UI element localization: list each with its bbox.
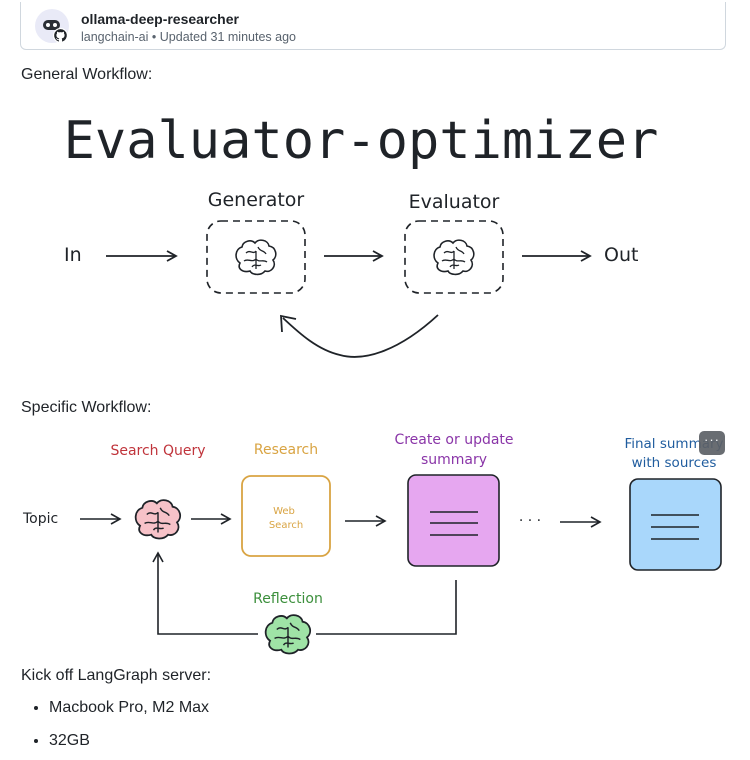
specific-workflow-diagram: Search Query Research Create or update s… — [22, 432, 724, 655]
search-query-brain-icon — [134, 499, 182, 540]
final-summary-label-line1: Final summary — [624, 436, 723, 452]
feedback-arrow — [282, 314, 439, 358]
create-summary-label-line1: Create or update — [394, 432, 513, 448]
evaluator-label: Evaluator — [409, 191, 500, 213]
input-label: In — [64, 244, 82, 266]
web-search-box — [241, 475, 331, 557]
web-search-label-line1: Web — [273, 506, 295, 517]
topic-label: Topic — [22, 511, 58, 527]
brain-icon — [235, 239, 277, 276]
specific-workflow-heading: Specific Workflow: — [21, 399, 152, 416]
summary-doc-icon — [407, 474, 500, 567]
diagram-title: Evaluator-optimizer — [64, 111, 659, 171]
research-label: Research — [254, 442, 318, 458]
kickoff-heading: Kick off LangGraph server: — [21, 667, 212, 684]
list-item: 32GB — [49, 727, 209, 760]
repo-card[interactable]: ollama-deep-researcher langchain-ai • Up… — [20, 2, 726, 50]
loop-line-summary-reflection — [316, 580, 457, 635]
ellipsis: · · · — [519, 513, 541, 529]
generator-label: Generator — [208, 189, 305, 211]
output-label: Out — [604, 244, 638, 266]
repo-updated: Updated 31 minutes ago — [159, 30, 296, 44]
brain-icon — [433, 239, 475, 276]
final-summary-doc-icon — [629, 478, 722, 571]
reflection-label: Reflection — [253, 591, 323, 607]
general-workflow-heading: General Workflow: — [21, 66, 153, 83]
more-icon[interactable]: ··· — [699, 431, 725, 455]
evaluator-box — [404, 220, 504, 294]
list-item: Macbook Pro, M2 Max — [49, 694, 209, 727]
general-workflow-diagram: Evaluator-optimizer Generator Evaluator … — [64, 111, 659, 358]
repo-meta: langchain-ai • Updated 31 minutes ago — [81, 30, 296, 44]
create-summary-label-line2: summary — [421, 452, 487, 468]
search-query-label: Search Query — [110, 443, 205, 459]
github-icon — [53, 28, 68, 43]
ollama-logo-icon — [43, 20, 60, 30]
web-search-label-line2: Search — [269, 520, 303, 531]
generator-box — [206, 220, 306, 294]
repo-owner-link[interactable]: langchain-ai — [81, 30, 149, 44]
repo-name-link[interactable]: ollama-deep-researcher — [81, 11, 239, 27]
meta-separator: • — [151, 30, 157, 44]
reflection-brain-icon — [264, 614, 312, 655]
loop-arrow-reflection-query — [152, 551, 258, 635]
feedback-arrowhead — [280, 314, 297, 333]
final-summary-label-line2: with sources — [632, 455, 717, 471]
specs-list: Macbook Pro, M2 Max 32GB — [20, 694, 209, 760]
repo-avatar — [35, 9, 69, 43]
